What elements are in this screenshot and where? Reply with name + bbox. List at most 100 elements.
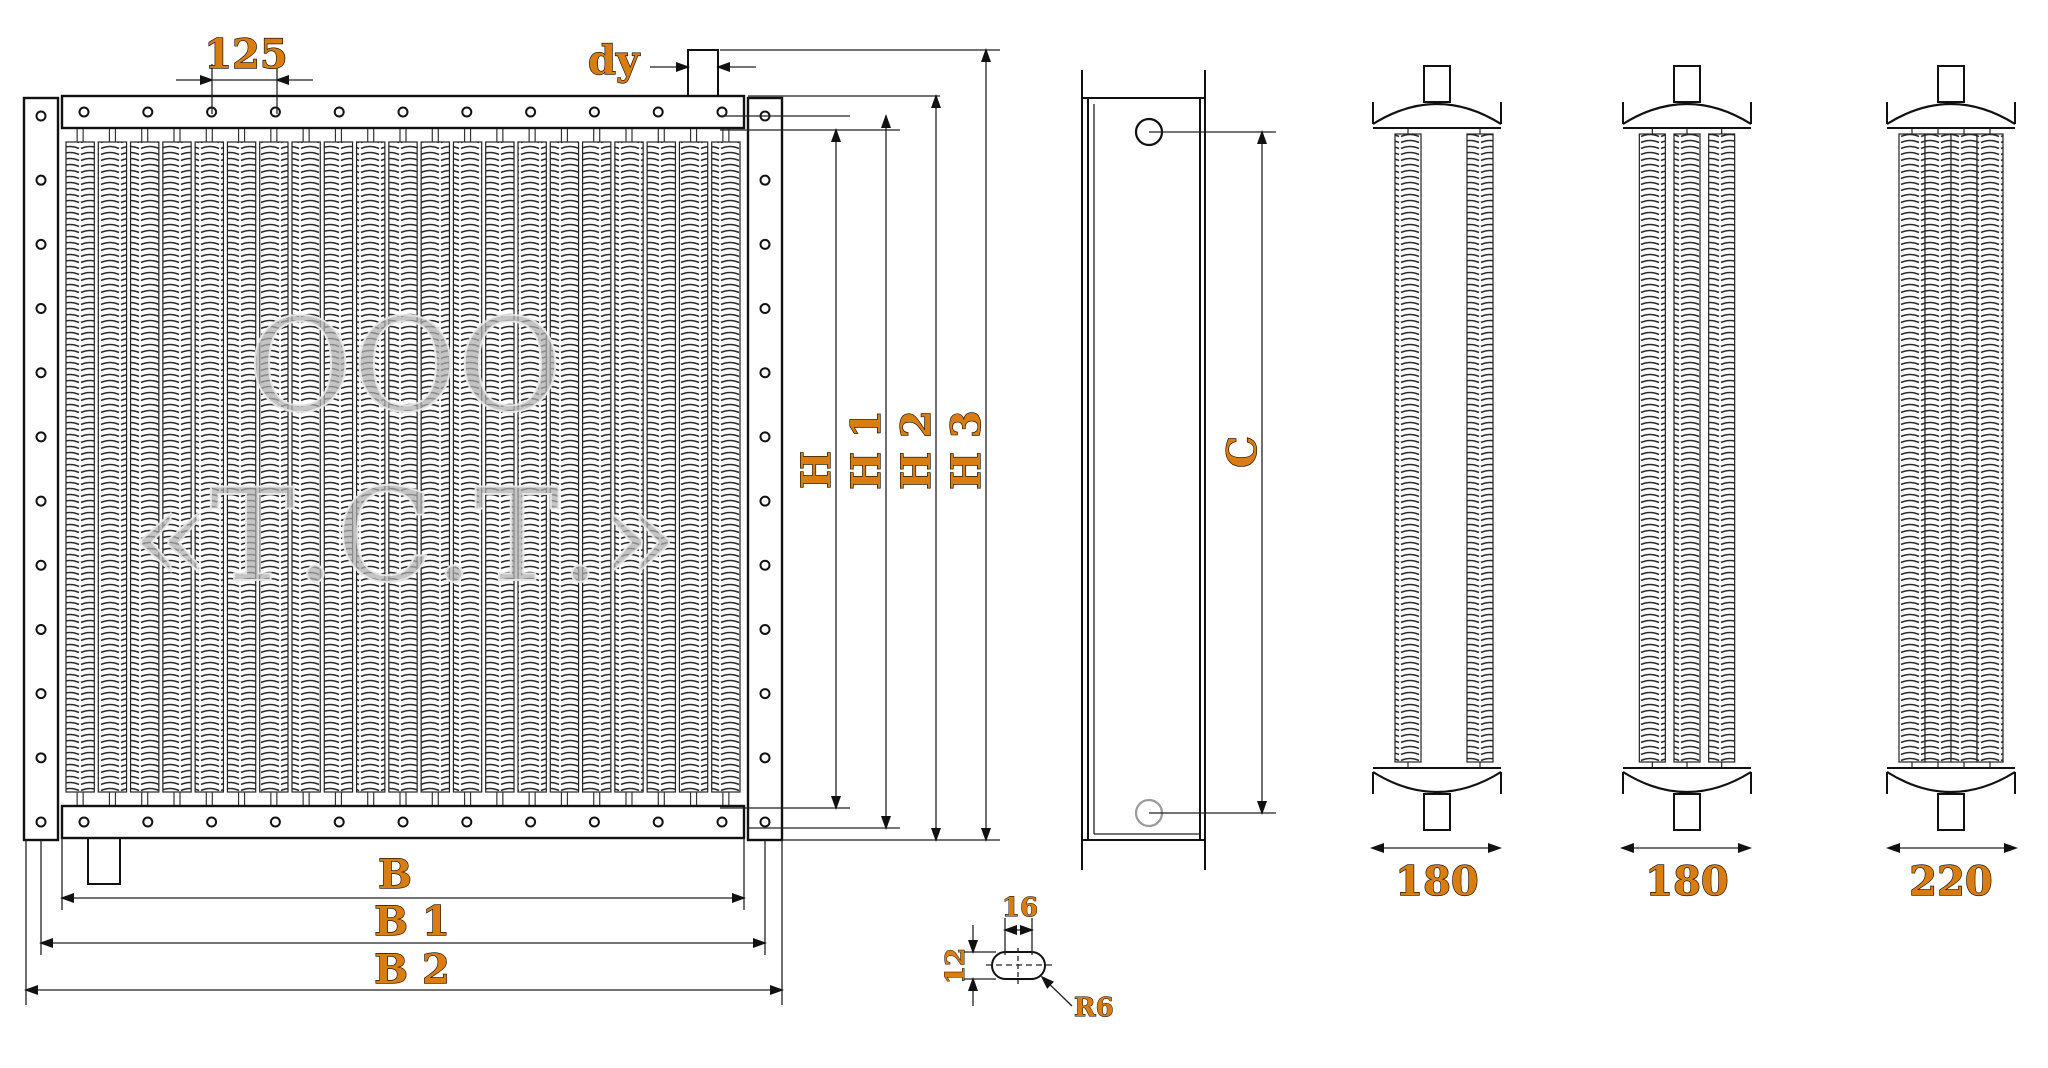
section-view-2-row [1372, 65, 1502, 831]
slot-detail: 16 12 R6 [941, 893, 1115, 1024]
side-flange-hole [35, 623, 47, 635]
pitch-label: 125 [204, 31, 288, 78]
slot-radius-label: R6 [1074, 993, 1114, 1023]
B2-label: B 2 [374, 946, 450, 993]
flange-hole [142, 106, 154, 118]
finned-tube [388, 141, 418, 793]
section-bottom-nozzle [1673, 793, 1701, 831]
section-bottom-nozzle [1937, 793, 1965, 831]
C-label: C [1219, 436, 1266, 468]
section-top-nozzle [1673, 65, 1701, 103]
side-flange-hole [759, 816, 771, 828]
flange-hole [461, 816, 473, 828]
section-finned-tube [1673, 133, 1701, 763]
finned-tube [678, 141, 709, 793]
section-1-width-label: 180 [1395, 858, 1479, 905]
finned-tube [549, 141, 580, 793]
H1-label: H 1 [843, 410, 890, 490]
finned-tube [517, 141, 547, 793]
flange-hole [142, 816, 154, 828]
finned-tube [97, 141, 128, 793]
right-side-flange [746, 96, 784, 842]
section-top-header [1886, 102, 2016, 125]
finned-tube [646, 141, 677, 793]
flange-hole [78, 106, 90, 118]
finned-tube [259, 141, 289, 793]
flange-hole [525, 816, 537, 828]
flange-hole [716, 106, 728, 118]
flange-hole [397, 816, 409, 828]
section-dimensions: 180 180 220 [1370, 843, 2018, 906]
section-top-header [1622, 102, 1752, 125]
side-flange-hole [35, 559, 47, 571]
slot-height-label: 12 [941, 948, 971, 984]
side-flange-hole [35, 688, 47, 700]
flange-hole [333, 106, 345, 118]
flange-hole [206, 816, 218, 828]
B-label: B [378, 851, 412, 898]
finned-tube [355, 141, 386, 793]
section-bottom-header [1886, 771, 2016, 794]
side-flange-hole [759, 623, 771, 635]
section-top-nozzle [1937, 65, 1965, 103]
flange-hole [397, 106, 409, 118]
section-2-width-label: 180 [1645, 858, 1729, 905]
B1-label: B 1 [374, 898, 450, 945]
side-flange-hole [35, 110, 47, 122]
section-top-nozzle [1423, 65, 1451, 103]
side-flange-hole [35, 238, 47, 250]
flange-hole [333, 816, 345, 828]
flange-hole [269, 106, 281, 118]
section-view-3-row [1622, 65, 1752, 831]
section-top-header [1372, 102, 1502, 125]
finned-tube [162, 141, 192, 793]
flange-hole [652, 816, 664, 828]
finned-tube [452, 141, 483, 793]
finned-tube-bank [65, 128, 741, 806]
flange-hole [269, 816, 281, 828]
finned-tube [129, 141, 160, 793]
finned-tube [65, 141, 95, 793]
side-flange-hole [35, 174, 47, 186]
section-finned-tube [1638, 133, 1666, 763]
side-flange-hole [35, 431, 47, 443]
section-view-4-row [1886, 65, 2016, 831]
finned-tube [581, 141, 612, 793]
side-flange-hole [759, 431, 771, 443]
section-bottom-nozzle [1423, 793, 1451, 831]
side-flange-hole [35, 303, 47, 315]
section-finned-tube [1898, 133, 1926, 763]
front-view [22, 49, 784, 885]
flange-hole [588, 106, 600, 118]
finned-tube [420, 141, 451, 793]
H3-label: H 3 [943, 410, 990, 490]
slot-width-label: 16 [1002, 893, 1038, 923]
finned-tube [485, 141, 515, 793]
section-finned-tube [1708, 133, 1736, 763]
side-view: C [1081, 70, 1276, 870]
section-finned-tube [1394, 133, 1422, 763]
header-flange-holes [78, 106, 728, 828]
outlet-nozzle [87, 838, 121, 885]
watermark-line-2: «Т.С.Т.» [131, 462, 678, 611]
flange-hole [525, 106, 537, 118]
flange-hole [78, 816, 90, 828]
left-side-flange [22, 96, 60, 842]
section-finned-tube [1950, 133, 1978, 763]
side-flange-hole [759, 367, 771, 379]
section-3-width-label: 220 [1909, 858, 1993, 905]
flange-hole [716, 816, 728, 828]
flange-hole [652, 106, 664, 118]
flange-hole [461, 106, 473, 118]
side-flange-hole [35, 367, 47, 379]
side-flange-hole [35, 495, 47, 507]
side-flange-hole [759, 752, 771, 764]
finned-tube [711, 141, 741, 793]
side-flange-hole [35, 752, 47, 764]
finned-tube [194, 141, 225, 793]
finned-tube [323, 141, 354, 793]
side-flange-hole [759, 495, 771, 507]
section-finned-tube [1976, 133, 2004, 763]
